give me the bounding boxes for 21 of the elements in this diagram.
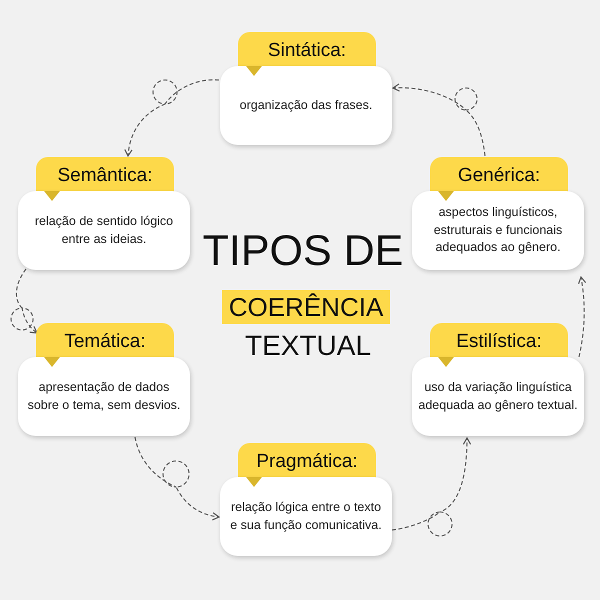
description-text: relação lógica entre o texto e sua função comunicativa.: [229, 499, 383, 534]
description-text: uso da variação linguística adequada ao gênero textual.: [418, 379, 578, 414]
dashed-loop-arrow: [124, 79, 220, 157]
info-card: [18, 323, 190, 437]
info-card: [412, 323, 584, 437]
dashed-loop-arrow: [10, 268, 38, 334]
dashed-loop-arrow: [134, 436, 220, 520]
description-text: relação de sentido lógico entre as ideias.: [34, 213, 174, 248]
info-card: [412, 157, 584, 271]
title-word: TEXTUAL: [244, 330, 372, 362]
dashed-loop-arrow: [392, 84, 486, 156]
description-text: apresentação de dados sobre o tema, sem desvios.: [26, 379, 182, 414]
highlighted-title-word: COERÊNCIA: [222, 290, 390, 324]
info-card: [220, 443, 392, 557]
info-card: [18, 157, 190, 271]
title: TIPOS DE: [202, 230, 404, 273]
dashed-loop-arrow: [578, 276, 586, 358]
description-text: organização das frases.: [240, 96, 372, 114]
dashed-loop-arrow: [392, 437, 472, 536]
description-text: aspectos linguísticos, estruturais e funcionais adequados ao gênero.: [432, 204, 564, 256]
info-card: [220, 32, 392, 146]
